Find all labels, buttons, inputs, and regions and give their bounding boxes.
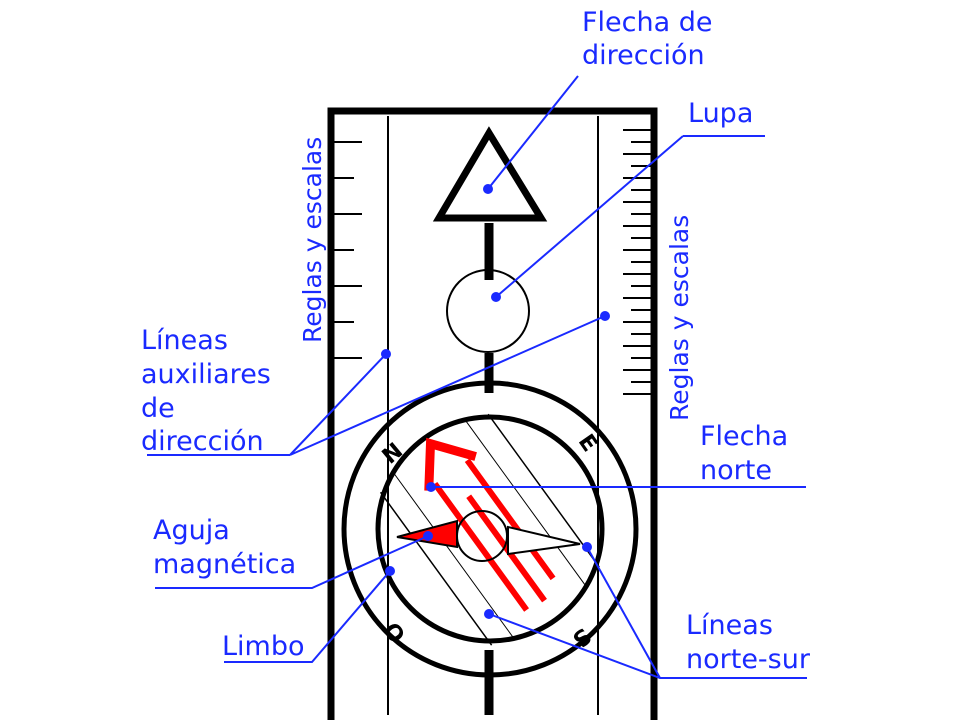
dial-letter-n: N — [378, 439, 408, 470]
needle-pivot — [456, 510, 508, 562]
label-lineas-norte-sur-1: Líneas — [686, 610, 773, 641]
leader-lines — [147, 75, 807, 679]
label-flecha-norte-1: Flecha — [700, 421, 788, 452]
direction-arrow — [432, 126, 548, 222]
label-reglas-derecha: Reglas y escalas — [665, 215, 694, 421]
north-south-lines — [379, 413, 600, 646]
label-lineas-auxiliares-4: dirección — [141, 426, 264, 457]
right-ruler-ticks — [623, 129, 651, 395]
baseplate — [327, 107, 658, 720]
label-reglas-izquierda: Reglas y escalas — [298, 137, 327, 343]
label-flecha-direccion-2: dirección — [582, 40, 705, 71]
label-aguja-1: Aguja — [153, 515, 230, 546]
label-lineas-auxiliares-2: auxiliares — [141, 359, 271, 390]
label-lupa: Lupa — [688, 98, 753, 129]
housing-outer — [341, 380, 639, 678]
label-limbo: Limbo — [222, 631, 305, 662]
leader-dots — [381, 184, 610, 619]
label-lineas-norte-sur-2: norte-sur — [686, 644, 811, 675]
label-flecha-norte-2: norte — [700, 455, 772, 486]
label-lineas-auxiliares-1: Líneas — [141, 325, 228, 356]
left-ruler-ticks — [334, 141, 362, 359]
needle-south — [507, 525, 581, 556]
magnifier — [446, 269, 530, 353]
label-aguja-2: magnética — [153, 549, 296, 580]
dial-letter-o: O — [380, 617, 411, 647]
label-flecha-direccion-1: Flecha de — [582, 7, 712, 38]
label-lineas-auxiliares-3: de — [141, 393, 175, 424]
